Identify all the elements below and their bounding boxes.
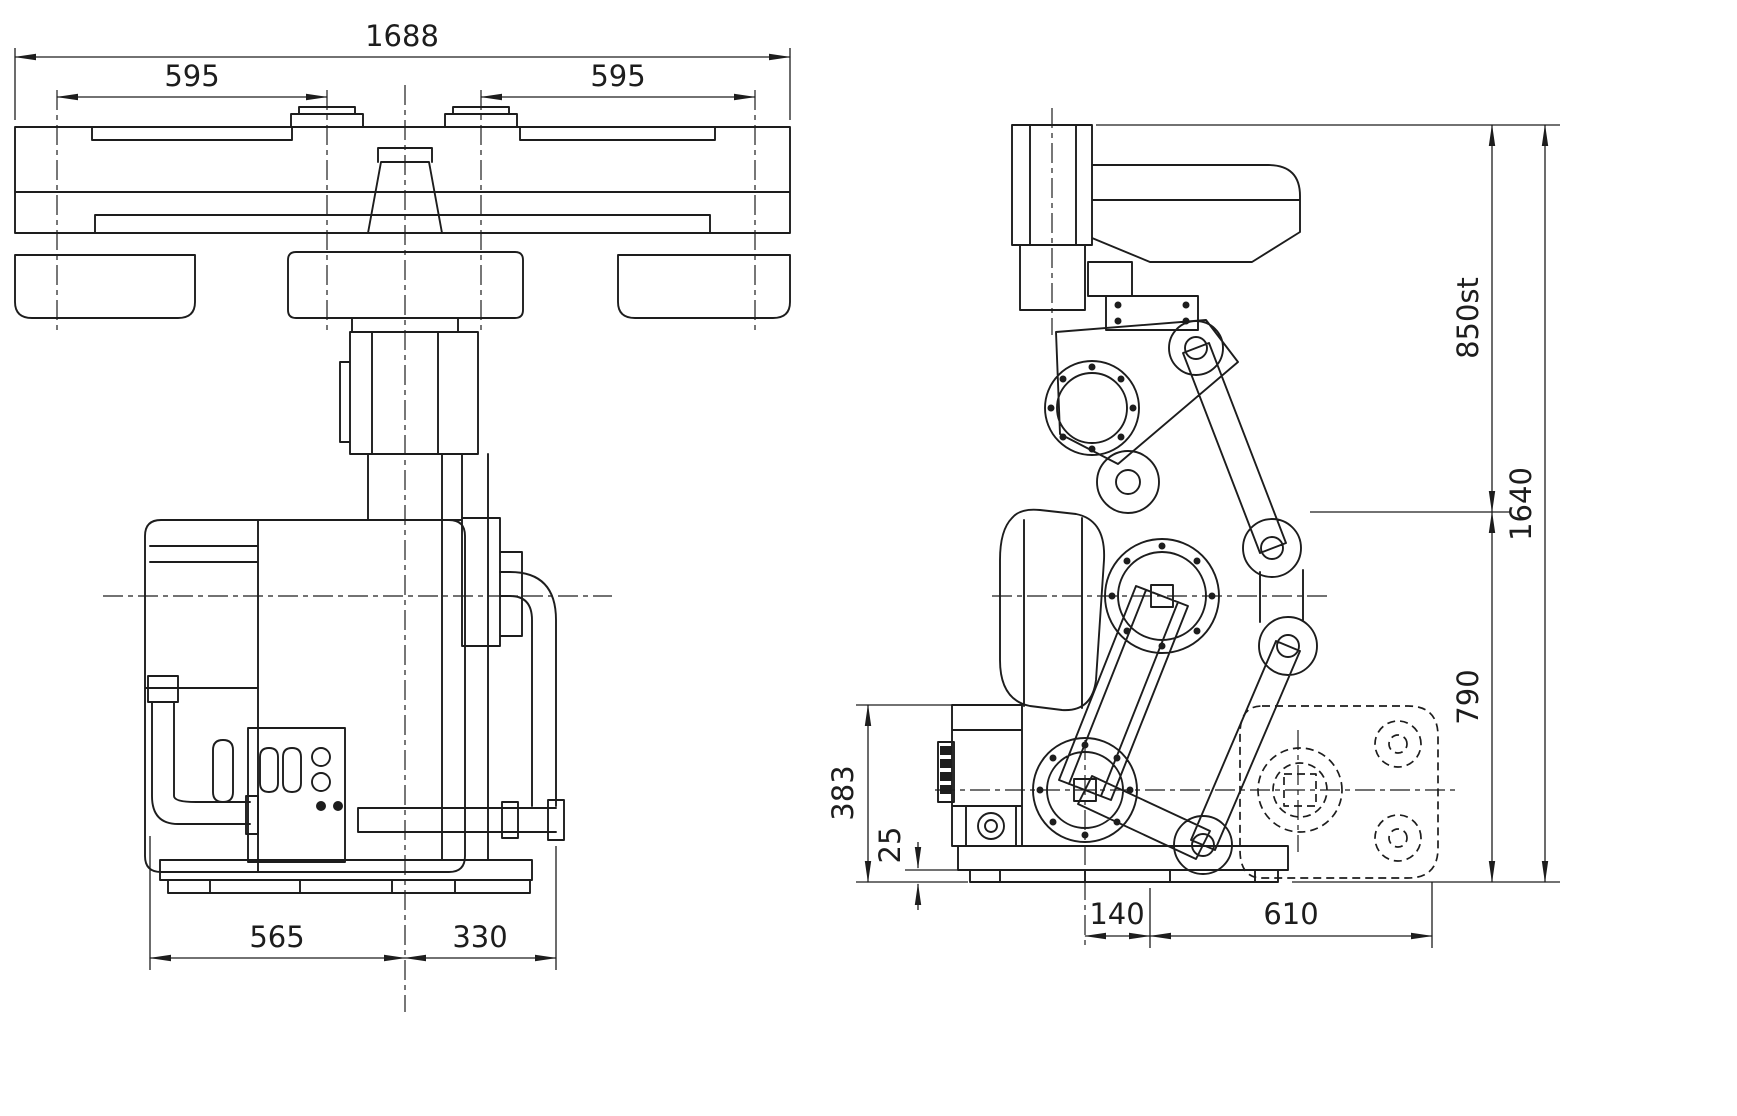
dim-label-base-front: 565	[249, 920, 304, 954]
front-view-centerlines	[56, 85, 756, 1012]
side-view-centerlines	[935, 108, 1458, 948]
extension-lines	[14, 48, 791, 120]
dim-label-cabinet-height: 383	[826, 765, 860, 820]
dim-label-offset-front: 140	[1089, 897, 1144, 931]
control-panel-outline	[247, 727, 346, 863]
control-cabinet-outline	[937, 704, 1023, 847]
dim-offset-rear: 610	[1149, 882, 1433, 948]
dim-label-lower-height: 790	[1451, 669, 1485, 724]
transfer-beam-outline	[14, 106, 791, 234]
arm-body-outline	[999, 508, 1105, 711]
side-view-dimensions: 850st 790 1640 383 25	[826, 124, 1560, 948]
front-view-dimensions: 1688 595 595 565 330	[14, 19, 791, 970]
beam-end-pods-outline	[14, 251, 791, 319]
center-column-outline	[339, 317, 523, 861]
dim-lower-height: 790	[1292, 511, 1560, 883]
dim-overall-width: 1688	[14, 19, 791, 120]
ghost-position-outline	[1239, 705, 1439, 879]
dim-label-pitch-right: 595	[590, 59, 645, 93]
dim-label-stroke: 850st	[1451, 277, 1485, 359]
dim-label-pitch-left: 595	[164, 59, 219, 93]
side-view: 850st 790 1640 383 25	[826, 108, 1560, 948]
extension-lines	[1096, 124, 1560, 513]
top-carriage-outline	[1011, 124, 1301, 331]
dim-pad-height: 25	[873, 827, 968, 910]
side-base-outline	[957, 845, 1289, 883]
dim-cabinet-height: 383	[826, 704, 968, 883]
dim-offset-front: 140	[1084, 888, 1151, 948]
linkage-arms-outline	[1032, 319, 1318, 875]
piping-outline	[147, 571, 565, 841]
dim-label-offset-rear: 610	[1263, 897, 1318, 931]
main-body-outline	[144, 519, 466, 873]
control-panel-indicator-dots	[316, 801, 343, 811]
base-plate-outline	[159, 859, 533, 894]
dim-base-front: 565	[149, 836, 406, 970]
side-view-outline	[937, 124, 1439, 883]
front-centerlines	[56, 85, 756, 1012]
dim-pitch-right: 595	[480, 59, 756, 101]
dim-stroke: 850st	[1096, 124, 1560, 513]
connector-stripes	[940, 746, 952, 794]
extension-lines	[856, 704, 968, 883]
dim-label-total-height: 1640	[1504, 467, 1538, 541]
dim-base-rear: 330	[404, 846, 557, 970]
front-view-outline	[14, 106, 791, 894]
dim-label-base-rear: 330	[452, 920, 507, 954]
dim-label-overall-width: 1688	[365, 19, 439, 53]
side-centerlines	[935, 108, 1458, 948]
dim-pitch-left: 595	[56, 59, 328, 101]
dim-total-height: 1640	[1504, 124, 1549, 883]
front-view: 1688 595 595 565 330	[14, 19, 791, 1012]
dim-label-pad-height: 25	[873, 827, 907, 864]
